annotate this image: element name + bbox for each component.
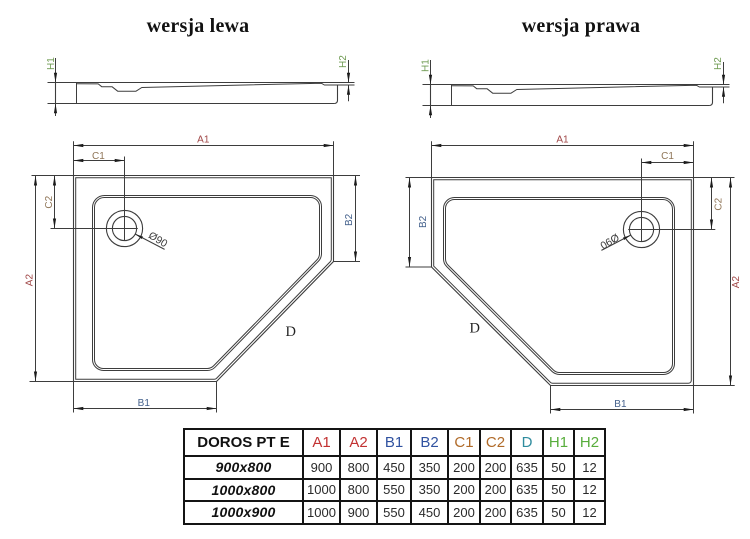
svg-text:wersja prawa: wersja prawa <box>522 15 640 37</box>
svg-text:C2: C2 <box>44 195 55 208</box>
svg-text:B1: B1 <box>614 399 627 410</box>
svg-text:D: D <box>470 321 480 337</box>
svg-text:A1: A1 <box>197 135 210 146</box>
svg-text:B1: B1 <box>138 398 151 409</box>
svg-text:B2: B2 <box>344 213 355 226</box>
svg-text:B2: B2 <box>418 215 429 228</box>
svg-text:A2: A2 <box>731 276 742 289</box>
svg-text:H2: H2 <box>338 55 349 68</box>
svg-text:H2: H2 <box>713 57 724 70</box>
svg-text:C1: C1 <box>92 151 105 162</box>
svg-text:C2: C2 <box>714 197 725 210</box>
svg-text:wersja lewa: wersja lewa <box>147 15 250 37</box>
svg-text:C1: C1 <box>661 151 674 162</box>
svg-text:D: D <box>286 324 296 340</box>
svg-text:Ø90: Ø90 <box>146 230 169 251</box>
svg-text:A1: A1 <box>556 135 569 146</box>
svg-text:Ø90: Ø90 <box>598 231 621 252</box>
svg-text:H1: H1 <box>420 59 431 72</box>
svg-text:H1: H1 <box>46 57 57 70</box>
svg-text:A2: A2 <box>25 274 36 287</box>
